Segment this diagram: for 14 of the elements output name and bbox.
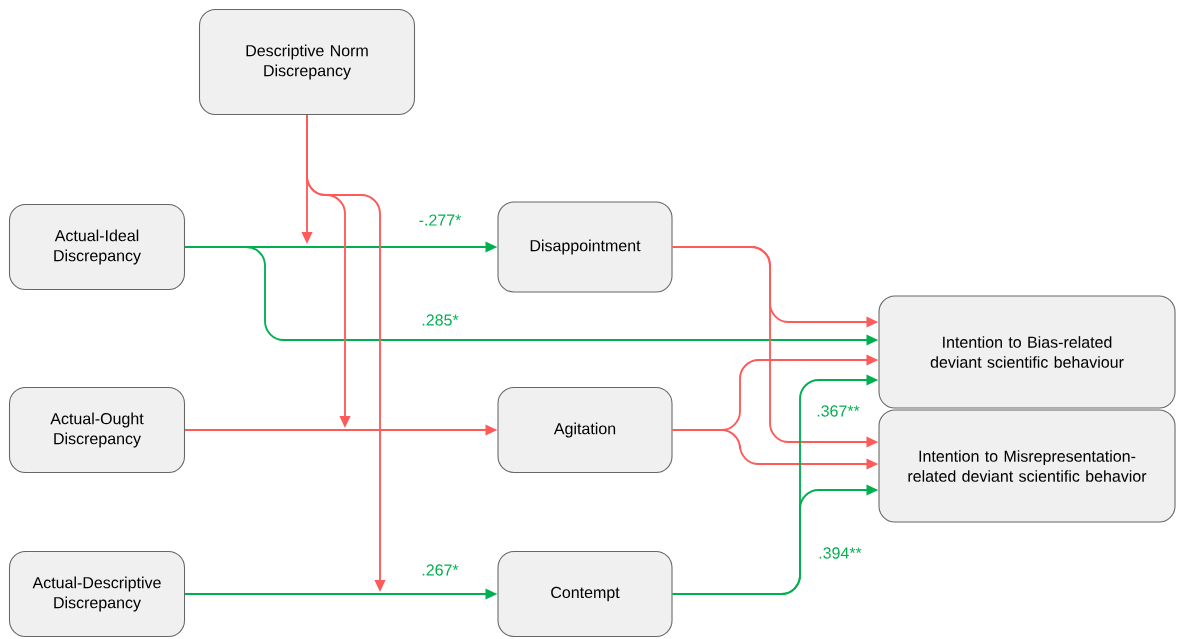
process-box: Descriptive Norm Discrepancy [198, 8, 416, 116]
process-box: Intention to Bias-related deviant scientific behaviour [878, 295, 1176, 409]
edge-label: .285* [420, 313, 460, 327]
process-box: Intention to Misrepresentation-related deviant scientific behavior [878, 409, 1176, 523]
edge-label: -.277* [417, 213, 463, 227]
process-box: Agitation [497, 386, 673, 474]
edge-label: .394** [816, 546, 864, 560]
process-box: Disappointment [497, 201, 673, 293]
process-box: Actual-Descriptive Discrepancy [8, 550, 186, 638]
process-box: Actual-Ought Discrepancy [8, 386, 186, 474]
edge-label: .267* [420, 563, 460, 577]
process-box: Actual-Ideal Discrepancy [8, 203, 186, 291]
process-box: Contempt [497, 550, 673, 638]
edge-label: .367** [814, 404, 862, 418]
